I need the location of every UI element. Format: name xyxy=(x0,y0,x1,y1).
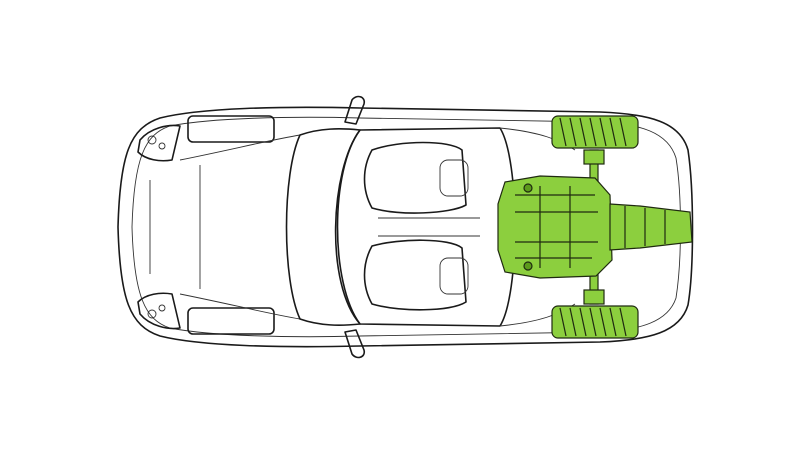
roof xyxy=(336,127,516,327)
seat-passenger xyxy=(363,239,469,311)
windshield xyxy=(285,128,361,326)
front-wheel-top xyxy=(187,115,275,143)
rear-tire-bottom xyxy=(551,305,639,339)
mirror-bottom xyxy=(344,329,366,359)
engine xyxy=(497,175,613,279)
seat-driver xyxy=(363,141,469,214)
front-wheel-bottom xyxy=(187,307,275,335)
hood-lines xyxy=(149,134,301,320)
headlight-bottom xyxy=(137,292,181,330)
rear-tire-top xyxy=(551,115,639,149)
transmission xyxy=(609,203,693,251)
headlight-top xyxy=(137,124,181,162)
car-body-outline xyxy=(117,106,694,348)
car-body-inner-line xyxy=(131,116,681,338)
mirror-top xyxy=(344,95,366,125)
center-console xyxy=(378,217,480,237)
